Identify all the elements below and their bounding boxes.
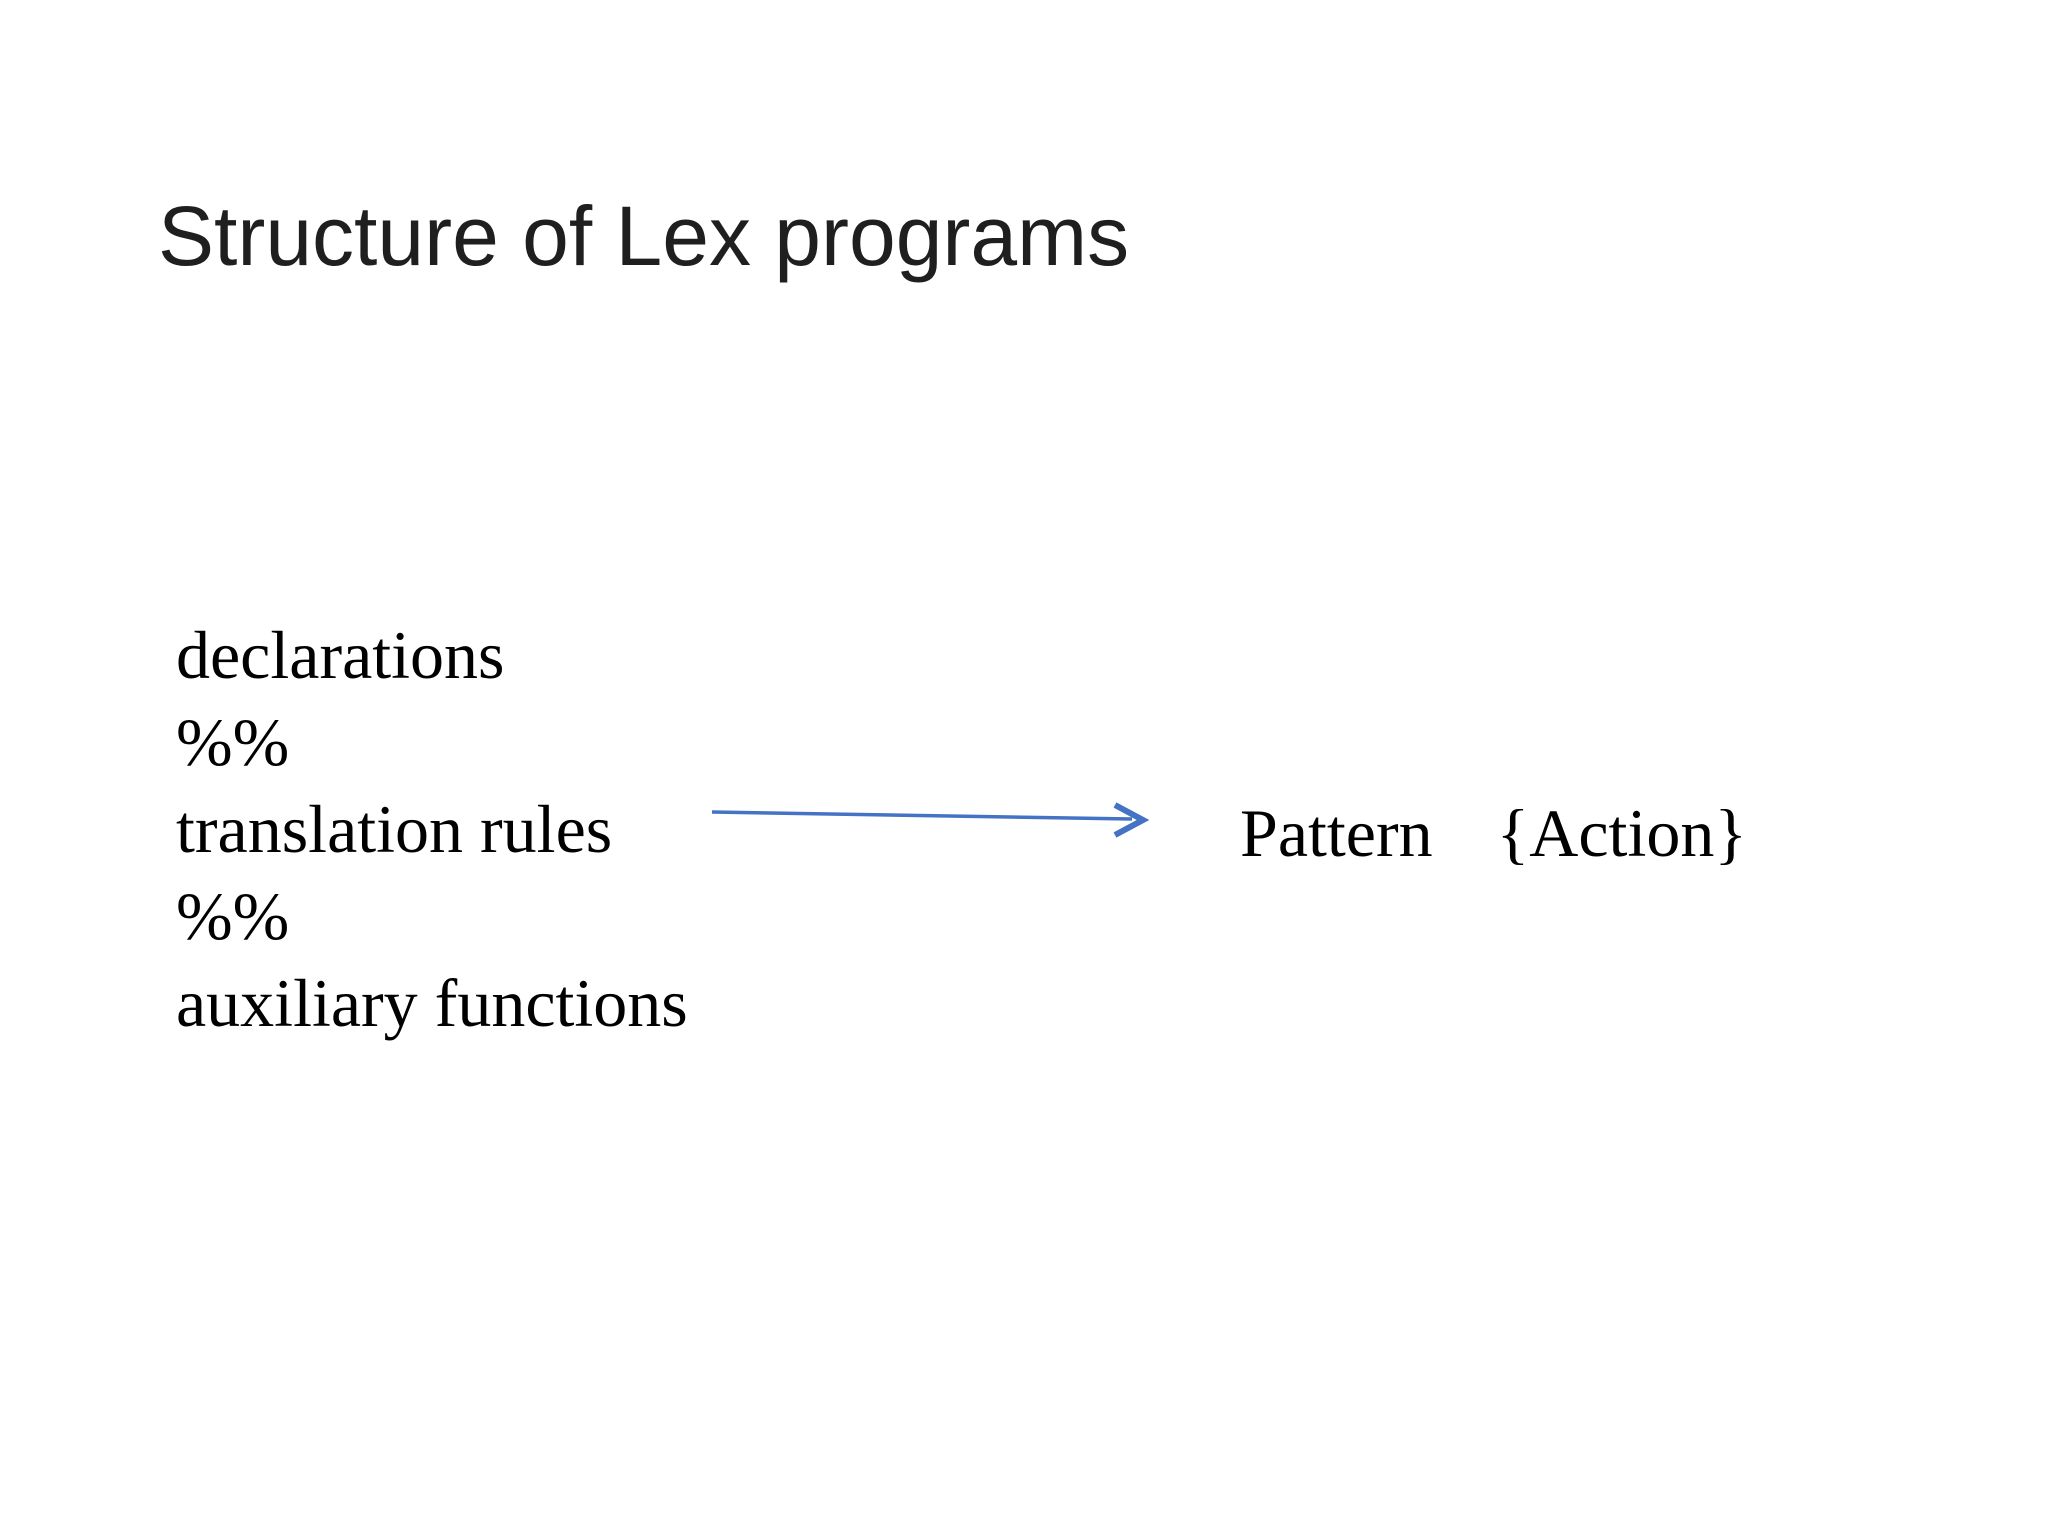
arrow-head <box>1113 802 1150 838</box>
right-arrow-icon <box>711 802 1150 838</box>
lex-structure-text-block: declarations %% translation rules %% aux… <box>176 612 688 1047</box>
action-label: {Action} <box>1496 795 1747 871</box>
translation-rule-arrow <box>700 790 1160 850</box>
arrow-shaft <box>711 810 1133 821</box>
slide-title: Structure of Lex programs <box>158 189 1130 283</box>
body-line-percent-separator-1: %% <box>176 704 290 780</box>
body-line-declarations: declarations <box>176 617 505 693</box>
pattern-label: Pattern <box>1240 795 1433 871</box>
body-line-translation-rules: translation rules <box>176 791 613 867</box>
body-line-auxiliary-functions: auxiliary functions <box>176 965 688 1041</box>
rule-format-example: Pattern {Action} <box>1240 799 1747 867</box>
body-line-percent-separator-2: %% <box>176 878 290 954</box>
